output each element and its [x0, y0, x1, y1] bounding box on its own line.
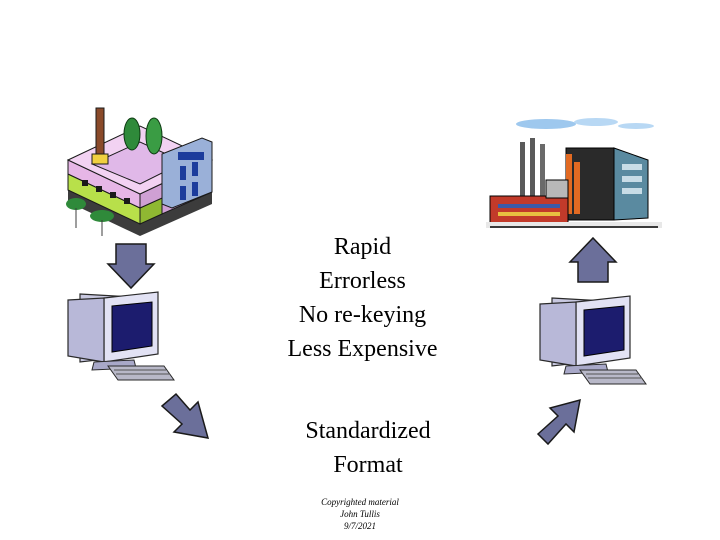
arrow-down-right-icon: [160, 392, 210, 439]
benefits-list: Rapid Errorless No re-keying Less Expens…: [250, 230, 475, 366]
arrow-down-icon: [106, 243, 156, 290]
arrow-up-icon: [568, 236, 618, 283]
arrow-up-right-icon: [536, 398, 581, 446]
copyright-date: 9/7/2021: [343, 521, 376, 531]
copyright-line: Copyrighted material: [321, 497, 399, 507]
benefit-rapid: Rapid: [333, 234, 392, 260]
format-label: Standardized Format: [262, 414, 474, 482]
benefit-no-rekeying: No re-keying: [298, 302, 427, 328]
computer-icon: [67, 291, 175, 381]
copyright-author: John Tullis: [340, 509, 380, 519]
copyright-notice: Copyrighted material John Tullis 9/7/202…: [300, 496, 420, 532]
benefit-less-expensive: Less Expensive: [287, 336, 438, 362]
format-line-1: Standardized: [305, 418, 431, 444]
industrial-plant-icon: [486, 118, 662, 228]
format-line-2: Format: [333, 452, 403, 478]
factory-icon: [66, 107, 214, 236]
computer-icon: [539, 295, 647, 385]
benefit-errorless: Errorless: [319, 268, 406, 294]
